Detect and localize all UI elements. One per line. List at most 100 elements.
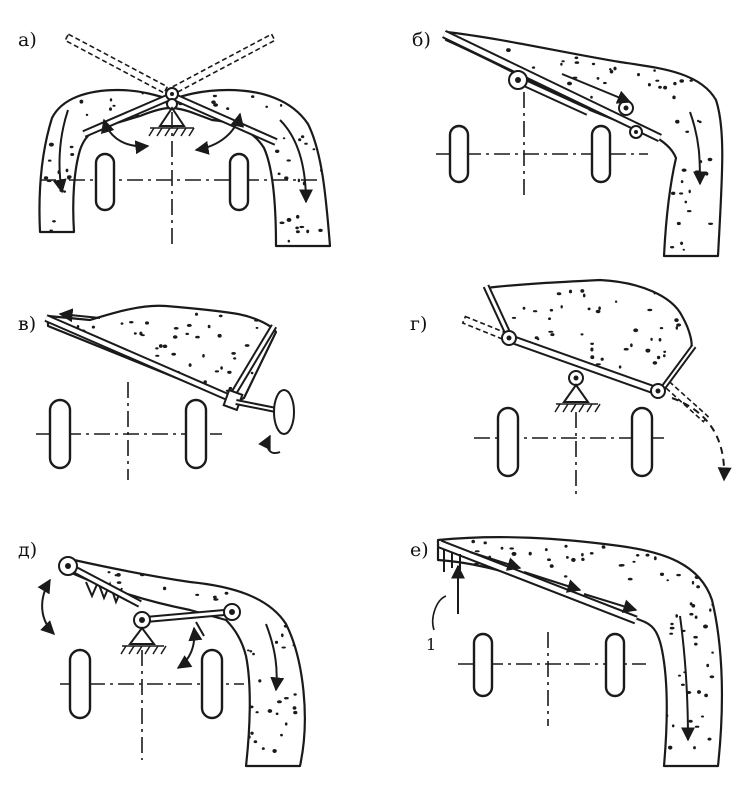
material-dot: [653, 556, 657, 561]
material-dot: [595, 309, 601, 314]
material-dot: [195, 312, 198, 316]
material-dot: [85, 378, 90, 382]
material-dot: [568, 289, 573, 294]
material-dot: [188, 363, 192, 367]
material-dot: [669, 632, 674, 635]
material-dot: [471, 61, 475, 64]
material-dot: [275, 712, 279, 716]
material-dot: [618, 365, 622, 369]
material-dot: [609, 68, 612, 71]
material-dot: [468, 73, 472, 76]
material-dot: [318, 228, 323, 232]
material-dot: [705, 172, 709, 176]
material-dot: [217, 333, 222, 338]
material-dot: [653, 545, 657, 548]
material-dot: [472, 64, 477, 67]
material-dot: [186, 323, 192, 327]
material-dot: [698, 120, 702, 124]
wheel-right: [630, 406, 654, 478]
material-dot: [191, 573, 197, 578]
material-dot: [613, 66, 617, 71]
material-dot: [281, 633, 284, 638]
material-dot: [580, 289, 585, 293]
panel-e: е) 1: [410, 536, 724, 768]
material-dot: [275, 149, 280, 153]
material-dot: [155, 347, 159, 350]
material-dot: [601, 545, 606, 548]
panel-g: г): [410, 278, 732, 494]
material-dot: [255, 578, 260, 583]
material-dot: [560, 305, 563, 309]
material-dot: [130, 367, 135, 371]
material-dot: [224, 591, 229, 595]
rotation-arrow: [258, 434, 281, 454]
panel-v: в): [18, 304, 295, 480]
material-dot: [258, 679, 262, 683]
material-dot: [679, 192, 684, 195]
material-dot: [279, 104, 283, 107]
material-dot: [145, 321, 149, 325]
material-heap: [484, 278, 693, 394]
material-dot: [673, 81, 677, 86]
material-dot: [663, 354, 666, 358]
material-dot: [542, 367, 546, 371]
material-dot: [663, 350, 667, 353]
material-dot: [200, 575, 206, 579]
material-dot: [67, 175, 72, 179]
wheelbase: [458, 632, 646, 726]
material-dot: [481, 61, 485, 65]
material-dot: [213, 595, 217, 599]
material-dot: [256, 312, 260, 316]
panel-label-g: г): [410, 313, 427, 335]
material-dot: [645, 553, 650, 557]
material-dot: [620, 564, 625, 567]
material-dot: [591, 62, 596, 66]
material-dot: [203, 575, 210, 578]
material-dot: [709, 675, 715, 679]
flow-arrow-down: [679, 615, 695, 742]
swing-arrow-left: [100, 118, 150, 155]
material-dot: [689, 612, 694, 616]
material-dot: [528, 551, 532, 556]
material-dot: [233, 357, 237, 360]
material-dot: [536, 338, 540, 341]
material-dot: [674, 318, 679, 322]
ghost-plate-right: [663, 380, 710, 423]
material-dot: [65, 168, 69, 173]
material-dot: [249, 650, 253, 653]
material-dot: [691, 604, 696, 608]
wheelbase: [474, 406, 668, 494]
material-dot: [178, 571, 184, 575]
wheel-left: [496, 406, 520, 478]
material-dot: [139, 573, 145, 577]
material-dot: [590, 342, 594, 345]
material-dot: [107, 386, 111, 390]
material-dot: [672, 66, 676, 69]
material-dot: [550, 333, 555, 337]
material-dot: [85, 113, 89, 116]
material-dot: [574, 56, 579, 60]
material-dot: [655, 79, 660, 82]
material-dot: [682, 248, 685, 251]
material-dot: [658, 85, 662, 89]
flow-arrow-1: [469, 551, 522, 571]
material-dot: [689, 79, 693, 82]
material-dot: [107, 571, 111, 574]
material-dot: [709, 608, 712, 612]
material-dot: [658, 338, 662, 342]
material-dot: [567, 81, 572, 86]
material-dot: [226, 107, 230, 110]
material-dot: [473, 562, 479, 566]
material-dot: [680, 241, 684, 245]
panel-d: д): [18, 539, 306, 768]
discharge-arrow: [671, 397, 732, 482]
material-dot: [293, 710, 298, 715]
panel-label-a: а): [18, 29, 37, 51]
material-dot: [500, 546, 504, 550]
material-dot: [675, 326, 678, 330]
ghost-arm-right: [171, 33, 276, 95]
material-dot: [633, 328, 639, 333]
material-dot: [207, 566, 212, 570]
swing-arrow-left: [37, 578, 55, 635]
wheel-right: [200, 648, 224, 720]
